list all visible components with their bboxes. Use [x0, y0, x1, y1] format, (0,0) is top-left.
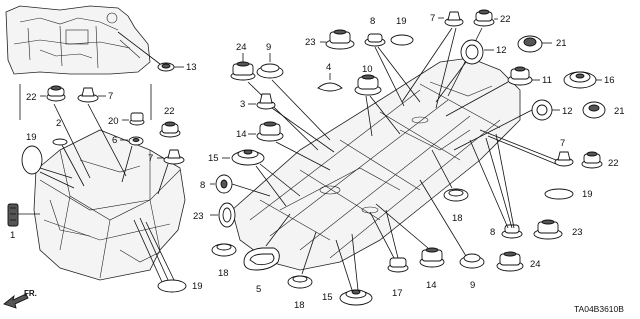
grommet-23-top [325, 29, 355, 50]
callout-11: 11 [542, 75, 552, 86]
dashboard-panel-inset [5, 5, 151, 75]
grommet-22-top [473, 9, 495, 27]
callout-7-top: 7 [430, 13, 435, 24]
seal-19-bottom-left [157, 279, 187, 293]
callout-19-top: 19 [396, 16, 407, 27]
grommet-24-top [230, 61, 256, 81]
callout-22-mid: 22 [164, 106, 175, 117]
callout-9-right: 9 [470, 280, 475, 291]
callout-24-top: 24 [236, 42, 247, 53]
plug-1 [7, 203, 19, 227]
plug-4 [317, 82, 343, 92]
nut-21-top [517, 35, 543, 53]
grommet-9-top [256, 63, 284, 79]
grommet-8-top [364, 33, 386, 47]
callout-14-left: 14 [236, 129, 247, 140]
callout-22-right: 22 [608, 158, 619, 169]
callout-1: 1 [10, 230, 15, 241]
callout-19-left: 19 [26, 132, 37, 143]
callout-24-right: 24 [530, 259, 541, 270]
callout-16: 16 [604, 75, 615, 86]
callout-21-top: 21 [556, 38, 567, 49]
clip-3 [256, 93, 276, 110]
callout-19-right: 19 [582, 189, 593, 200]
plug-6 [128, 136, 144, 146]
grommet-11 [507, 66, 533, 86]
grommet-8-left [215, 174, 233, 194]
seal-2 [52, 138, 68, 146]
callout-20: 20 [108, 116, 119, 127]
grommet-9-right [459, 253, 485, 269]
grommet-18-right [443, 188, 469, 202]
callout-8-top: 8 [370, 16, 375, 27]
grommet-23-right [533, 219, 563, 240]
callout-15-left: 15 [208, 153, 219, 164]
grommet-22-mid [159, 121, 181, 138]
grommet-10 [354, 74, 382, 96]
callout-2: 2 [56, 118, 61, 129]
callout-7-right: 7 [560, 138, 565, 149]
callout-22-top: 22 [500, 14, 511, 25]
direction-label: FR. [24, 289, 37, 298]
front-direction-arrow [3, 293, 29, 309]
callout-23-top: 23 [305, 37, 316, 48]
engine-compartment [33, 129, 186, 281]
grommet-18-left [211, 243, 237, 257]
clip-7-left-mid [163, 149, 185, 165]
callout-12-top: 12 [496, 45, 507, 56]
grommet-17 [387, 257, 409, 273]
grommet-22-left [46, 85, 66, 102]
nut-21-mid [582, 101, 606, 119]
seal-19-left [21, 145, 43, 175]
grommet-12-mid [531, 99, 553, 121]
plug-5 [243, 247, 280, 271]
plug-20 [129, 112, 145, 126]
seal-19-top [390, 34, 414, 46]
callout-23-left: 23 [193, 211, 204, 222]
grommet-24-right [496, 251, 524, 272]
nut-15-left [231, 149, 265, 166]
callout-18-bottom: 18 [294, 300, 305, 311]
grommet-22-right [581, 151, 603, 169]
callout-9-top: 9 [266, 42, 271, 53]
callout-22-left: 22 [26, 92, 37, 103]
callout-8-left: 8 [200, 180, 205, 191]
callout-23-right: 23 [572, 227, 583, 238]
callout-3: 3 [240, 99, 245, 110]
drawing-code: TA04B3610B [574, 304, 624, 314]
callout-19-bottom-left: 19 [192, 281, 203, 292]
nut-16 [563, 71, 597, 89]
callout-10: 10 [362, 64, 373, 75]
callout-8-right: 8 [490, 227, 495, 238]
callout-15-bottom: 15 [322, 292, 333, 303]
grommet-8-right [501, 224, 523, 239]
callout-18-right: 18 [452, 213, 463, 224]
callout-17: 17 [392, 288, 403, 299]
seal-19-right [544, 188, 574, 200]
callout-18-left: 18 [218, 268, 229, 279]
grommet-14-bottom [419, 247, 445, 268]
clip-7-top [444, 11, 464, 27]
grommet-23-left [218, 202, 236, 228]
callout-7-left-top: 7 [108, 91, 113, 102]
callout-12-mid: 12 [562, 106, 573, 117]
clip-7-right [554, 151, 574, 167]
grommet-12-top [460, 39, 484, 65]
clip-7-left-top [77, 87, 99, 103]
callout-14-bottom: 14 [426, 280, 437, 291]
grommet-13 [157, 62, 175, 72]
callout-7-left-mid: 7 [148, 153, 153, 164]
callout-6: 6 [112, 135, 117, 146]
grommet-18-bottom [287, 275, 313, 289]
callout-21-mid: 21 [614, 106, 625, 117]
nut-15-bottom [339, 289, 373, 306]
grommet-14-left [256, 121, 284, 142]
callout-4: 4 [326, 62, 331, 73]
callout-5: 5 [256, 284, 261, 295]
callout-13: 13 [186, 62, 197, 73]
